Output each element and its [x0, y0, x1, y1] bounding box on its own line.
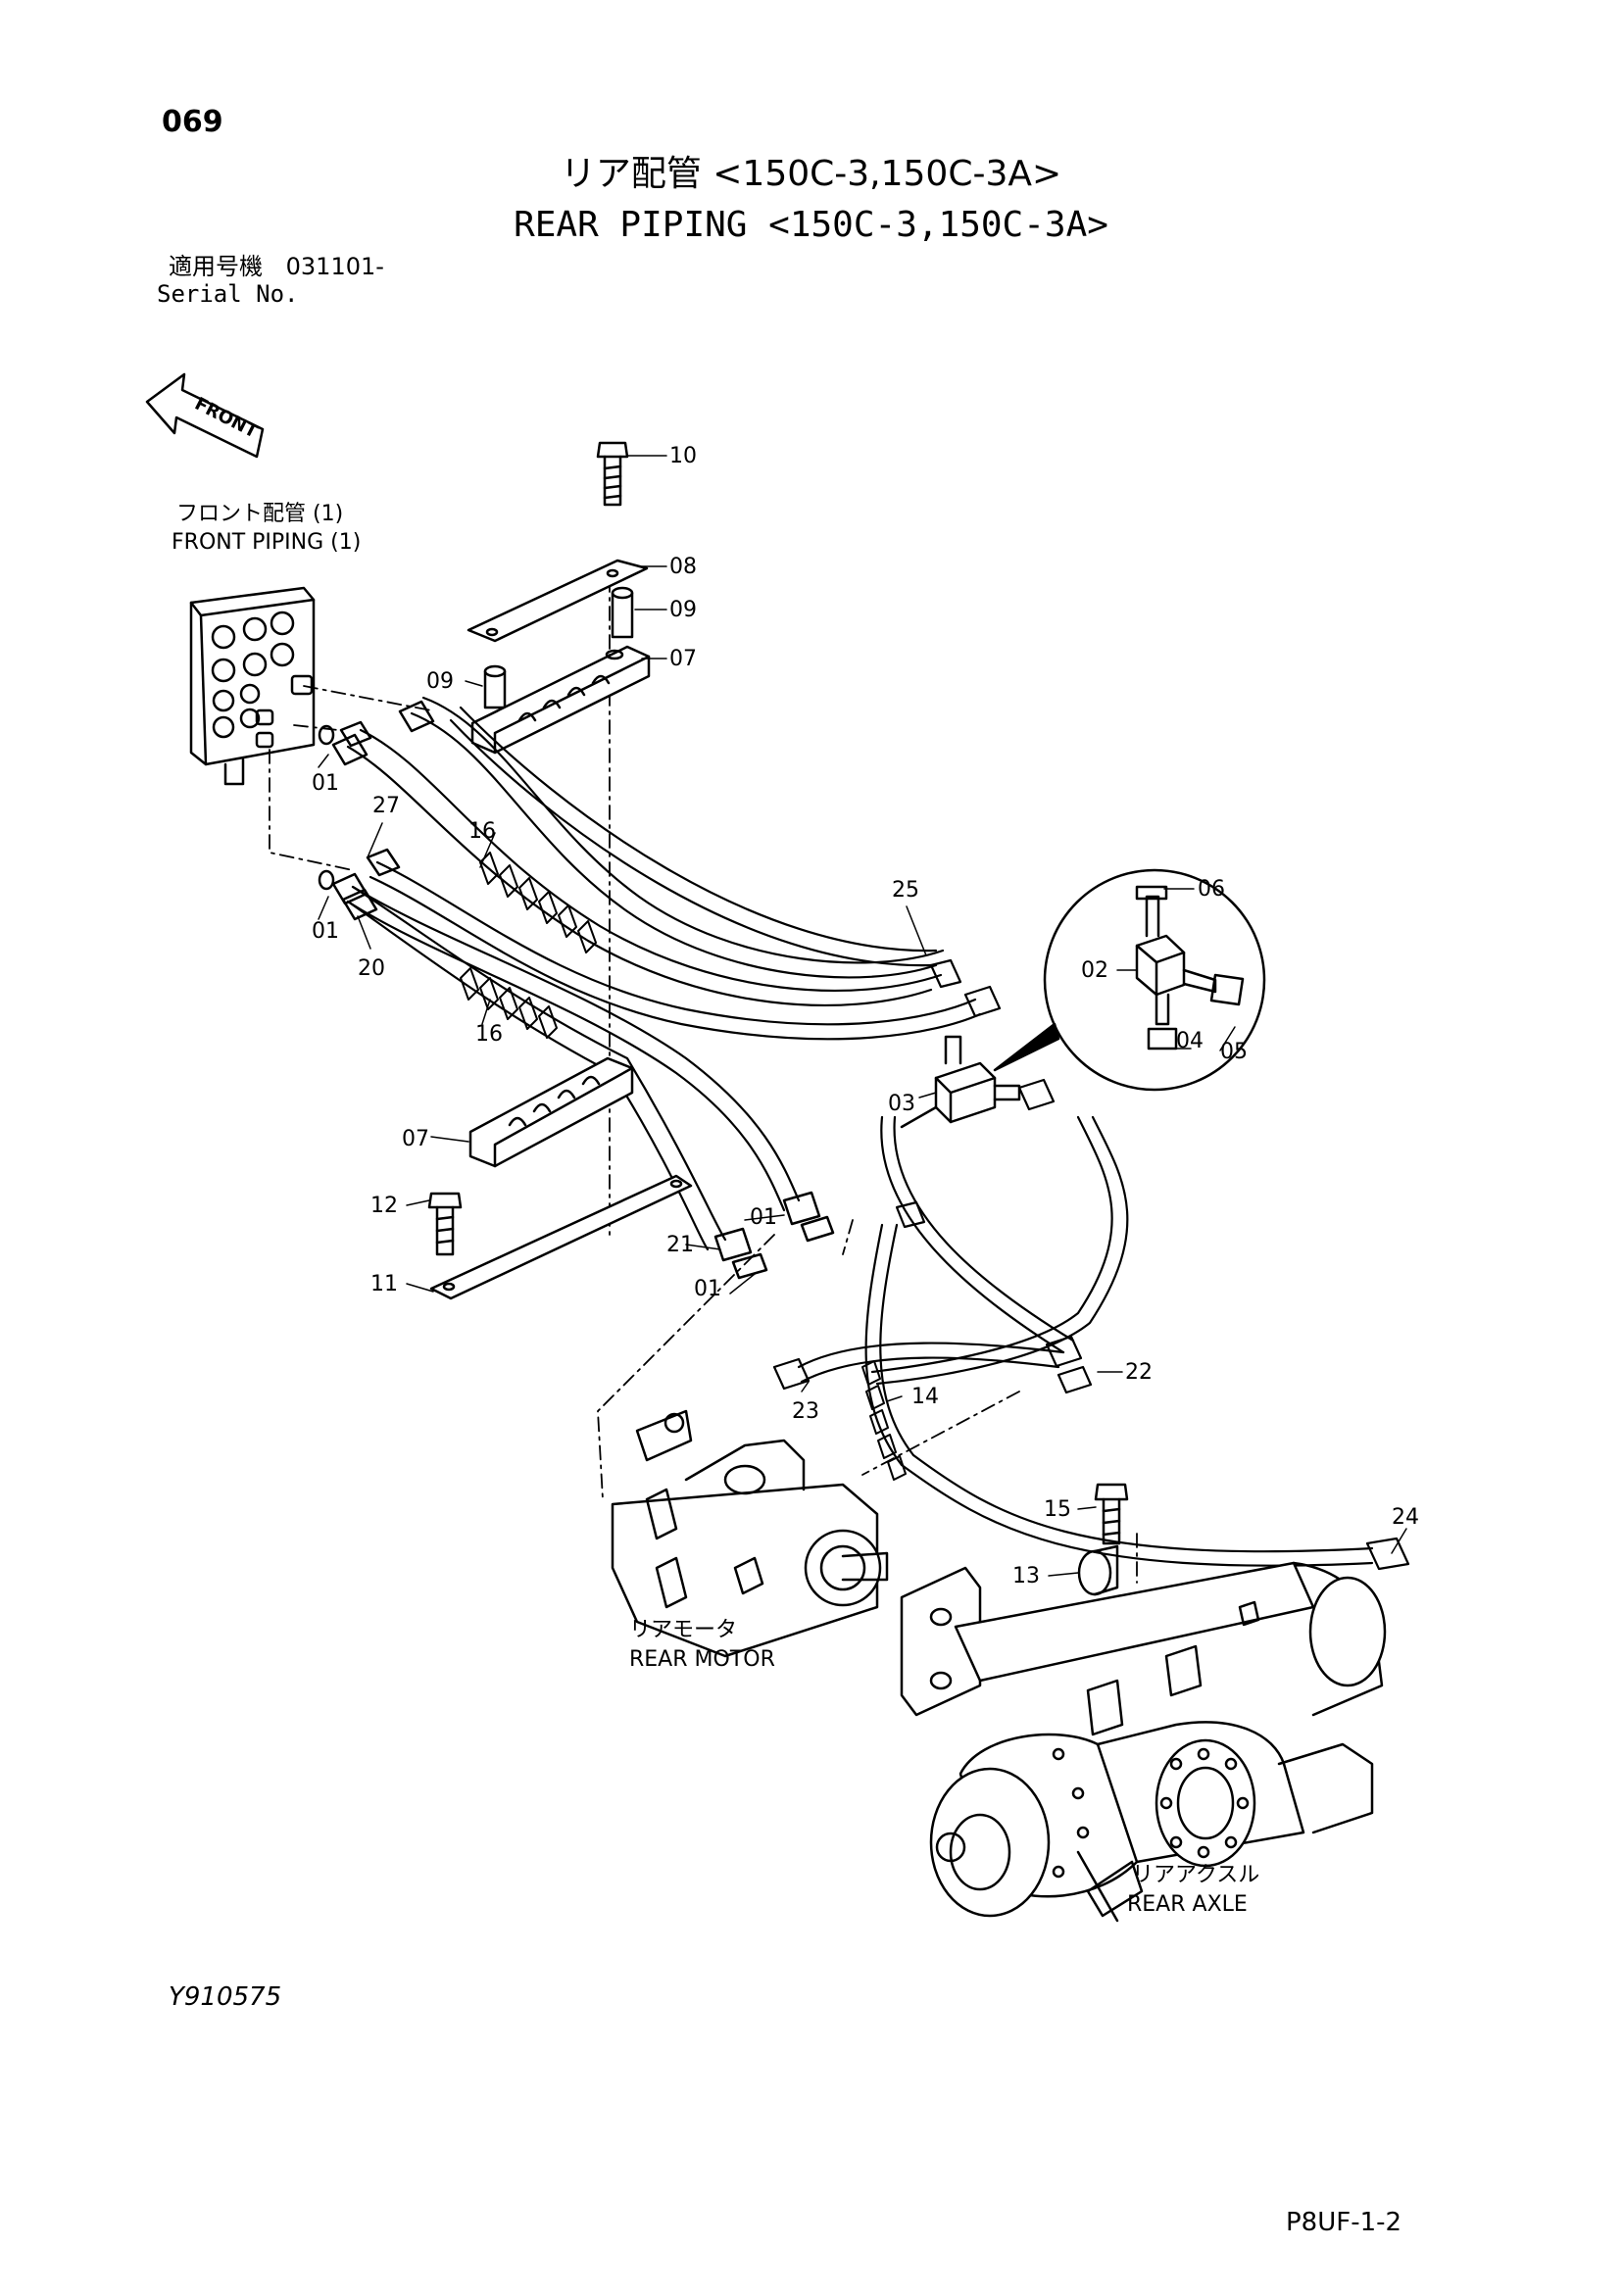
page-title-japanese: リア配管 <150C-3,150C-3A>	[560, 154, 1062, 194]
serial-jp-label: 適用号機	[169, 253, 263, 280]
callout-07-lower: 07	[402, 1127, 429, 1151]
callout-06: 06	[1198, 877, 1225, 902]
bolt-15	[1094, 1483, 1129, 1545]
bolt-10	[596, 441, 629, 507]
serial-number-row: 適用号機 031101-	[169, 255, 384, 278]
callout-15: 15	[1044, 1497, 1071, 1522]
callout-01-b: 01	[312, 919, 339, 944]
page-title-english: REAR PIPING <150C-3,150C-3A>	[514, 205, 1108, 245]
callout-01-d: 01	[694, 1277, 721, 1301]
callout-08: 08	[669, 555, 697, 579]
hose-25	[449, 706, 1002, 1018]
tee-block-03	[900, 1035, 1021, 1129]
bolt-12	[427, 1192, 463, 1256]
rear-motor-label-en: REAR MOTOR	[629, 1647, 775, 1672]
plate-11	[429, 1174, 693, 1300]
callout-09-upper: 09	[669, 598, 697, 622]
drawing-number: Y910575	[169, 1982, 282, 2012]
callout-03: 03	[888, 1092, 915, 1116]
callout-22: 22	[1125, 1360, 1153, 1385]
callout-24: 24	[1392, 1505, 1419, 1530]
clamp-07-lower	[468, 1056, 634, 1168]
clamp-13	[1077, 1544, 1119, 1596]
callout-10: 10	[669, 444, 697, 468]
detail-circle-tee	[993, 868, 1266, 1092]
callout-27: 27	[372, 794, 400, 818]
page-number: 069	[162, 105, 223, 139]
hose-fittings-front	[318, 700, 435, 921]
callout-25: 25	[892, 878, 919, 903]
callout-14: 14	[911, 1385, 939, 1409]
callout-23: 23	[792, 1399, 819, 1424]
callout-04: 04	[1176, 1029, 1204, 1053]
hose-22-23	[772, 1078, 1410, 1571]
callout-16-upper: 16	[468, 819, 496, 844]
callout-20: 20	[358, 956, 385, 981]
collar-09	[483, 586, 634, 709]
callout-16-lower: 16	[475, 1022, 503, 1047]
callout-07-upper: 07	[669, 647, 697, 671]
front-piping-label-en: FRONT PIPING (1)	[172, 530, 362, 555]
callout-01-c: 01	[750, 1205, 777, 1230]
callout-13: 13	[1012, 1564, 1040, 1588]
front-piping-valve-block	[189, 586, 316, 786]
callout-09-lower: 09	[426, 669, 454, 694]
clamp-07-upper	[470, 645, 651, 755]
callout-02: 02	[1081, 958, 1108, 983]
rear-motor	[611, 1409, 889, 1658]
plate-08	[467, 559, 649, 643]
serial-en-label: Serial No.	[157, 280, 299, 308]
callout-21: 21	[666, 1233, 694, 1257]
front-piping-label-jp: フロント配管 (1)	[176, 502, 344, 526]
callout-11: 11	[370, 1272, 398, 1296]
rear-motor-label-jp: リアモータ	[629, 1618, 738, 1642]
callout-05: 05	[1220, 1040, 1248, 1064]
front-arrow-icon	[145, 372, 265, 459]
page-code: P8UF-1-2	[1286, 2208, 1402, 2237]
hose-fittings-lower	[713, 1191, 835, 1280]
rear-axle-label-en: REAR AXLE	[1127, 1892, 1248, 1917]
callout-12: 12	[370, 1194, 398, 1218]
rear-axle-label-jp: リアアクスル	[1132, 1863, 1260, 1887]
rear-axle	[900, 1561, 1387, 1923]
callout-01-a: 01	[312, 771, 339, 796]
serial-value: 031101-	[285, 253, 384, 280]
